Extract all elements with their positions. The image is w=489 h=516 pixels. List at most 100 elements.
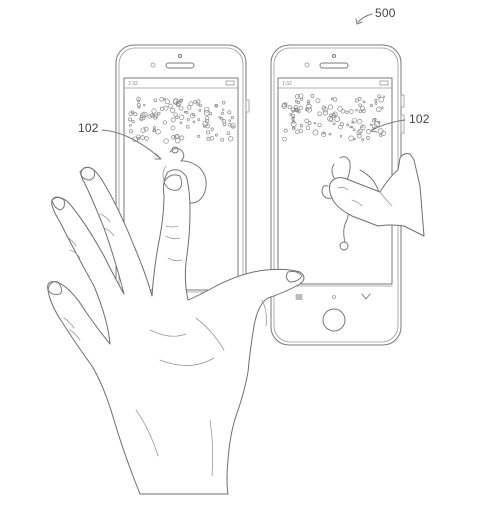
particle <box>345 110 349 114</box>
particle <box>222 122 227 127</box>
particle <box>332 122 336 126</box>
particle <box>153 98 158 102</box>
particle <box>220 117 224 121</box>
particle <box>361 109 366 113</box>
particle <box>129 123 132 127</box>
particle <box>183 110 187 114</box>
particle <box>298 106 303 111</box>
home-button-icon <box>322 308 346 332</box>
particle <box>192 113 195 117</box>
menu-icon[interactable] <box>295 294 303 300</box>
particle <box>210 127 214 131</box>
particle <box>190 113 196 119</box>
particle <box>365 129 372 135</box>
particle <box>339 122 344 127</box>
particle <box>185 124 190 129</box>
particle <box>337 106 343 112</box>
right-particle-field <box>281 93 387 142</box>
particle <box>140 135 145 140</box>
chevron-down-icon[interactable] <box>361 293 371 300</box>
particle <box>348 135 354 142</box>
particle <box>357 128 363 134</box>
particle <box>327 104 334 110</box>
particle <box>381 106 384 109</box>
particle <box>228 123 232 127</box>
particle <box>137 105 141 109</box>
particle <box>360 105 365 111</box>
particle <box>377 120 381 124</box>
particle <box>171 135 176 140</box>
particle <box>373 117 377 121</box>
particle <box>377 128 384 134</box>
particle <box>163 138 169 144</box>
particle <box>179 121 183 125</box>
particle <box>218 116 222 119</box>
particle <box>128 129 133 134</box>
particle <box>374 98 378 102</box>
particle <box>196 102 200 106</box>
particle <box>203 106 210 113</box>
particle <box>179 99 183 103</box>
particle <box>313 121 317 125</box>
camera-icon <box>332 54 336 58</box>
particle <box>231 125 235 129</box>
particle <box>306 101 310 105</box>
particle <box>140 127 146 133</box>
particle <box>178 114 185 120</box>
particle <box>179 135 185 141</box>
particle <box>295 129 300 135</box>
particle <box>160 106 165 111</box>
particle <box>298 128 304 134</box>
particle <box>328 117 334 122</box>
particle <box>179 98 184 102</box>
particle <box>227 110 232 115</box>
particle <box>159 97 164 102</box>
particle <box>372 118 377 123</box>
particle <box>306 106 312 113</box>
particle <box>361 138 365 141</box>
particle <box>186 117 190 121</box>
particle <box>143 126 149 132</box>
particle <box>168 103 173 109</box>
left-particle-field <box>128 96 236 144</box>
particle <box>206 136 211 141</box>
particle <box>152 128 156 133</box>
particle <box>170 125 176 131</box>
particle <box>369 123 373 126</box>
particle <box>369 104 373 107</box>
figure-number: 500 <box>375 6 396 20</box>
particle <box>221 100 226 105</box>
particle <box>198 103 202 107</box>
particle <box>147 114 152 119</box>
particle <box>297 110 301 114</box>
particle <box>294 107 298 112</box>
particle <box>282 136 287 142</box>
particle <box>220 111 224 115</box>
particle <box>354 98 359 103</box>
particle <box>374 101 378 105</box>
particle <box>299 124 304 128</box>
particle <box>220 137 225 142</box>
particle <box>206 130 211 135</box>
particle <box>228 119 232 122</box>
particle <box>340 108 346 114</box>
particle <box>310 94 315 98</box>
particle <box>355 108 358 112</box>
particle <box>315 98 321 103</box>
particle <box>332 97 338 102</box>
particle <box>222 119 227 124</box>
right-reference-leader <box>371 119 406 131</box>
particle <box>352 128 356 132</box>
particle <box>360 124 366 131</box>
particle <box>188 101 194 107</box>
particle <box>317 111 323 117</box>
particle <box>366 136 370 140</box>
particle <box>358 109 363 114</box>
particle <box>214 104 219 108</box>
particle <box>209 136 215 141</box>
particle <box>192 120 196 124</box>
particle <box>377 94 381 98</box>
particle <box>136 96 141 102</box>
